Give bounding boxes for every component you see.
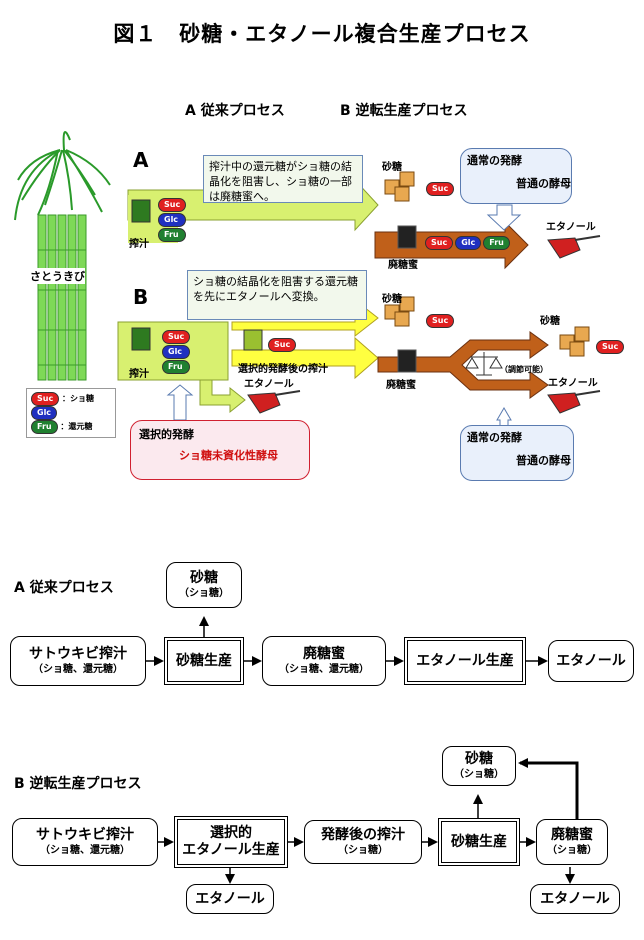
ethanol-label-a: エタノール	[546, 222, 596, 233]
flow-b-molasses-box: 廃糖蜜 （ショ糖）	[536, 819, 608, 865]
box-main: サトウキビ搾汁	[29, 646, 127, 662]
callout-text: 普通の酵母	[516, 177, 571, 190]
molasses-label-a: 廃糖蜜	[388, 260, 418, 271]
callout-text: ショ糖未資化性酵母	[179, 449, 278, 462]
sugar-label-b: 砂糖	[382, 294, 402, 305]
flow-a-sugar-production-box: 砂糖生産	[164, 637, 244, 685]
box-main: エタノール生産	[416, 652, 514, 669]
legend-reducing: ：還元糖	[60, 422, 93, 431]
flow-a-header: A 従来プロセス	[14, 580, 114, 596]
box-sub: （ショ糖）	[179, 588, 229, 599]
sugar-tags-b: Suc Glc Fru	[162, 330, 191, 374]
ethanol-label-b2: エタノール	[548, 378, 598, 389]
note-reverse: ショ糖の結晶化を阻害する還元糖を先にエタノールへ変換。	[187, 270, 367, 320]
fru-tag: Fru	[31, 420, 58, 434]
flow-a-ethanol-box: エタノール	[548, 640, 634, 682]
sugar-label-b2: 砂糖	[540, 316, 560, 327]
juice-label-b: 搾汁	[129, 369, 149, 380]
flow-b-juice-box: サトウキビ搾汁 （ショ糖、還元糖）	[12, 818, 158, 866]
box-sub: （ショ糖）	[547, 845, 597, 856]
box-main: 廃糖蜜	[303, 646, 345, 662]
callout-text: 普通の酵母	[516, 454, 571, 467]
flow-b-fermented-box: 発酵後の搾汁 （ショ糖）	[304, 820, 422, 864]
box-main: エタノール	[195, 890, 265, 907]
legend-suc: ：ショ糖	[62, 394, 94, 403]
box-sub: （ショ糖、還元糖）	[279, 664, 369, 675]
callout-title: 通常の発酵	[467, 431, 522, 444]
callout-selective-fermentation: 選択的発酵 ショ糖未資化性酵母	[130, 420, 310, 480]
fermented-juice-label: 選択的発酵後の搾汁	[238, 364, 328, 375]
box-main: 廃糖蜜	[551, 827, 593, 843]
box-sub: （ショ糖）	[454, 769, 504, 780]
box-line2: エタノール生産	[182, 842, 280, 858]
box-main: 発酵後の搾汁	[321, 827, 405, 843]
box-main: サトウキビ搾汁	[36, 827, 134, 843]
adjustable-label: （調節可能）	[500, 365, 548, 374]
flow-b-ethanol-box-1: エタノール	[186, 884, 274, 914]
suc-tag: Suc	[596, 340, 625, 354]
box-main: 砂糖	[465, 751, 493, 767]
ethanol-label-b1: エタノール	[244, 379, 294, 390]
fru-tag: Fru	[162, 360, 191, 374]
juice-label-a: 搾汁	[129, 239, 149, 250]
flow-b-selective-box: 選択的 エタノール生産	[174, 816, 288, 868]
legend: Suc ：ショ糖 Glc Fru ：還元糖	[26, 388, 116, 438]
sugarcane-label: さとうきび	[30, 268, 85, 284]
fru-tag: Fru	[483, 236, 510, 250]
balance-icon	[465, 352, 503, 376]
sugarcane-illustration	[14, 131, 111, 381]
suc-tag: Suc	[162, 330, 191, 344]
callout-normal-fermentation-a: 通常の発酵 普通の酵母	[460, 148, 572, 204]
glc-tag: Glc	[158, 213, 187, 227]
glc-tag: Glc	[162, 345, 191, 359]
flow-arrows	[146, 616, 579, 884]
header-conventional: A 従来プロセス	[185, 103, 285, 119]
box-main: エタノール	[556, 652, 626, 669]
box-sub: （ショ糖）	[338, 845, 388, 856]
header-reverse: B 逆転生産プロセス	[340, 103, 468, 119]
sugar-tags-a: Suc Glc Fru	[158, 198, 187, 242]
fru-tag: Fru	[158, 228, 187, 242]
note-conventional: 搾汁中の還元糖がショ糖の結晶化を阻害し、ショ糖の一部は廃糖蜜へ。	[203, 155, 363, 203]
flow-b-ethanol-box-2: エタノール	[530, 884, 620, 914]
box-main: 砂糖生産	[451, 833, 507, 850]
suc-tag: Suc	[426, 182, 455, 196]
molasses-label-b: 廃糖蜜	[386, 380, 416, 391]
callout-title: 選択的発酵	[139, 428, 194, 441]
flow-b-header: B 逆転生産プロセス	[14, 776, 142, 792]
glc-tag: Glc	[455, 236, 482, 250]
flow-b-sugar-production-box: 砂糖生産	[438, 818, 520, 866]
flow-b-sugar-box: 砂糖 （ショ糖）	[442, 746, 516, 786]
suc-tag: Suc	[268, 338, 297, 352]
label-a: A	[133, 148, 149, 172]
flow-a-juice-box: サトウキビ搾汁 （ショ糖、還元糖）	[10, 636, 146, 686]
suc-tag: Suc	[426, 314, 455, 328]
figure-title: 図１ 砂糖・エタノール複合生産プロセス	[113, 22, 531, 46]
flow-a-molasses-box: 廃糖蜜 （ショ糖、還元糖）	[262, 636, 386, 686]
glc-tag: Glc	[31, 406, 58, 420]
label-b: B	[133, 285, 149, 309]
suc-tag: Suc	[31, 392, 60, 406]
suc-tag: Suc	[425, 236, 454, 250]
flow-a-sugar-box: 砂糖 （ショ糖）	[166, 562, 242, 608]
box-sub: （ショ糖、還元糖）	[33, 664, 123, 675]
box-main: エタノール	[540, 890, 610, 907]
sugar-label-a: 砂糖	[382, 162, 402, 173]
molasses-tags-a: Suc Glc Fru	[425, 236, 510, 250]
box-main: 砂糖生産	[176, 652, 232, 669]
box-sub: （ショ糖、還元糖）	[40, 845, 130, 856]
box-line1: 選択的	[210, 825, 252, 841]
callout-normal-fermentation-b: 通常の発酵 普通の酵母	[460, 425, 574, 481]
flow-a-ethanol-production-box: エタノール生産	[404, 637, 526, 685]
callout-title: 通常の発酵	[467, 154, 522, 167]
suc-tag: Suc	[158, 198, 187, 212]
box-main: 砂糖	[190, 570, 218, 586]
